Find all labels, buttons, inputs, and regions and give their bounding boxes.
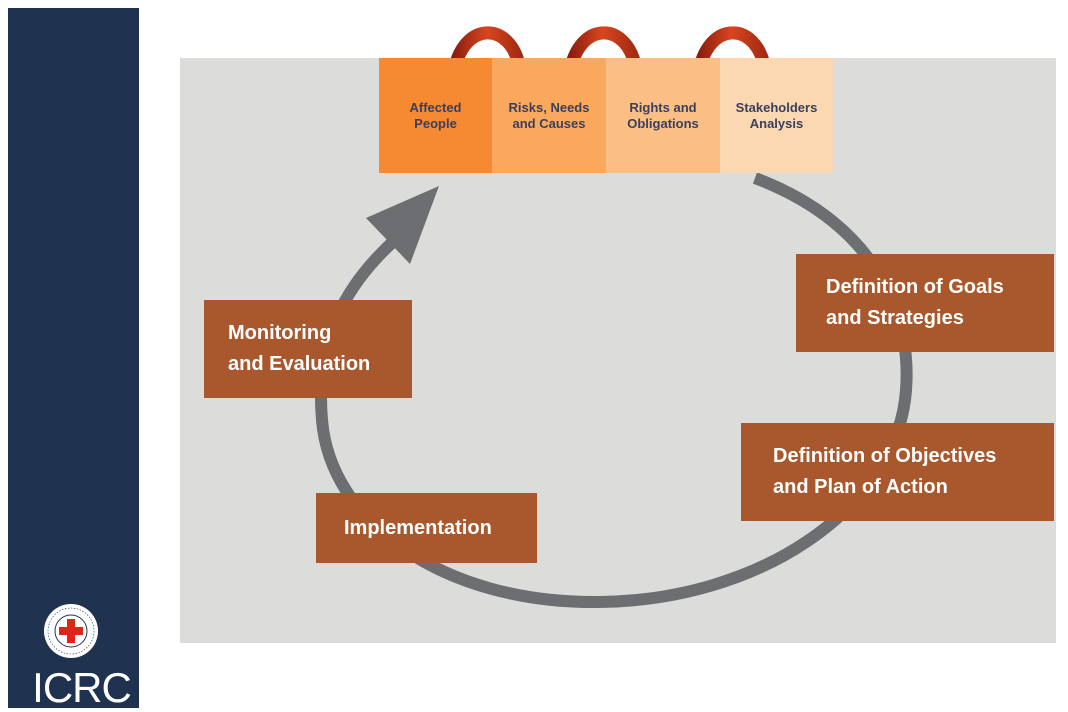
step-affected-people: Affected People xyxy=(379,58,492,173)
stage-goals-strategies: Definition of Goals and Strategies xyxy=(796,254,1054,352)
step-stakeholders-analysis: Stakeholders Analysis xyxy=(720,58,833,173)
step-rights-obligations: Rights and Obligations xyxy=(606,58,720,173)
icrc-logo-text: ICRC xyxy=(32,664,132,711)
cycle-arrow-head xyxy=(366,186,439,264)
sidebar: ICRC xyxy=(8,8,139,711)
icrc-emblem-icon xyxy=(44,604,98,658)
stage-objectives-plan: Definition of Objectives and Plan of Act… xyxy=(741,423,1054,521)
step-risks-needs-causes: Risks, Needs and Causes xyxy=(492,58,606,173)
stage-monitoring-evaluation: Monitoring and Evaluation xyxy=(204,300,412,398)
stage-implementation: Implementation xyxy=(316,493,537,563)
